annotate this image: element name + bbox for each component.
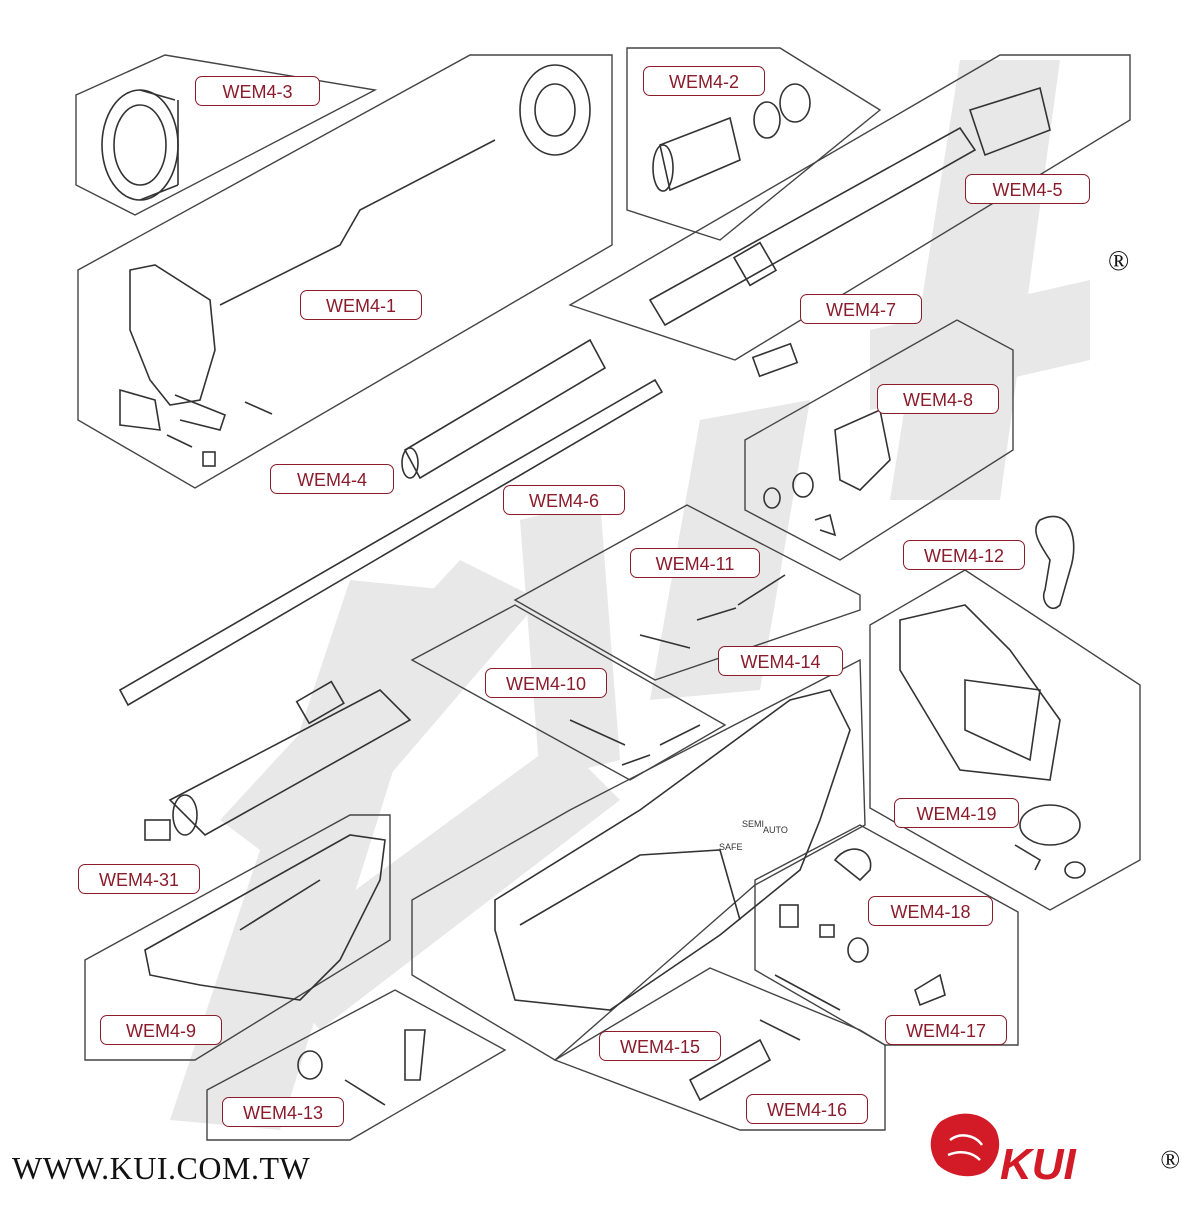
group-outline-wem4-8 [744, 319, 1014, 561]
part-drawings [101, 64, 1086, 1106]
inner-barrel-drawing [118, 378, 664, 707]
group-outlines [75, 47, 1141, 1141]
label-wem4-8[interactable]: WEM4-8 [877, 384, 999, 414]
gas-tube-drawing [219, 139, 496, 306]
group-outline-wem4-13 [206, 989, 507, 1141]
lower-receiver-drawing [494, 689, 851, 1011]
label-wem4-12[interactable]: WEM4-12 [903, 540, 1025, 570]
label-wem4-2[interactable]: WEM4-2 [643, 66, 765, 96]
label-wem4-18[interactable]: WEM4-18 [868, 896, 993, 926]
group-outline-wem4-1 [77, 54, 613, 489]
group-outline-wem4-5 [568, 54, 1131, 361]
outer-barrel-drawing [648, 86, 1051, 327]
label-wem4-16[interactable]: WEM4-16 [746, 1094, 868, 1124]
marking-safe: SAFE [719, 842, 743, 852]
registered-mark: ® [1108, 246, 1130, 277]
cylinder-drawing [144, 680, 412, 841]
magazine-catch-drawing [779, 848, 946, 1007]
label-wem4-31[interactable]: WEM4-31 [78, 864, 200, 894]
group-outline-wem4-17 [754, 824, 1019, 1046]
charging-handle-drawing [297, 1029, 426, 1106]
pistol-grip-drawing [899, 604, 1061, 781]
label-wem4-11[interactable]: WEM4-11 [630, 548, 760, 578]
sling-swivel-drawing [1035, 515, 1075, 610]
label-wem4-6[interactable]: WEM4-6 [503, 485, 625, 515]
group-outline-wem4-14 [411, 658, 866, 1061]
label-wem4-4[interactable]: WEM4-4 [270, 464, 394, 494]
front-sight-drawing [119, 264, 273, 467]
gearbox-drawing [144, 834, 386, 1001]
outer-barrel-extension-drawing [401, 338, 607, 480]
label-wem4-1[interactable]: WEM4-1 [300, 290, 422, 320]
hop-up-drawing [763, 408, 891, 537]
delta-ring-drawing [519, 64, 591, 156]
label-wem4-15[interactable]: WEM4-15 [599, 1031, 721, 1061]
o-ring-drawing [779, 83, 811, 123]
brand-logo-text: KUI [1000, 1140, 1076, 1189]
website-url[interactable]: WWW.KUI.COM.TW [12, 1150, 311, 1186]
flash-hider-drawing [652, 116, 741, 192]
marking-auto: AUTO [763, 825, 788, 835]
washer-drawing [753, 101, 781, 139]
label-wem4-19[interactable]: WEM4-19 [894, 798, 1019, 828]
label-wem4-9[interactable]: WEM4-9 [100, 1015, 222, 1045]
kui-logo-lion-icon [930, 1113, 1000, 1177]
brand-registered-mark: ® [1160, 1145, 1180, 1174]
label-wem4-3[interactable]: WEM4-3 [195, 76, 320, 106]
receiver-markings: SEMI AUTO SAFE [719, 819, 788, 852]
group-outline-wem4-11 [513, 504, 861, 681]
label-wem4-10[interactable]: WEM4-10 [485, 668, 607, 698]
trigger-guard-drawing [688, 1038, 772, 1102]
kui-watermark [170, 60, 1090, 1130]
barrel-nut-drawing [101, 89, 179, 201]
group-outline-wem4-3 [75, 54, 378, 216]
group-outline-wem4-9 [84, 814, 391, 1061]
group-outline-wem4-19 [869, 569, 1141, 911]
label-wem4-17[interactable]: WEM4-17 [885, 1015, 1007, 1045]
selector-plate-drawing [1014, 804, 1086, 879]
group-outline-wem4-10 [410, 604, 727, 781]
spacer-drawing [751, 342, 799, 378]
pins-and-springs-drawing [569, 574, 841, 1041]
label-wem4-5[interactable]: WEM4-5 [965, 174, 1090, 204]
label-wem4-14[interactable]: WEM4-14 [718, 646, 843, 676]
label-wem4-7[interactable]: WEM4-7 [800, 294, 922, 324]
group-outline-wem4-2 [626, 47, 882, 241]
marking-semi: SEMI [742, 819, 764, 829]
label-wem4-13[interactable]: WEM4-13 [222, 1097, 344, 1127]
